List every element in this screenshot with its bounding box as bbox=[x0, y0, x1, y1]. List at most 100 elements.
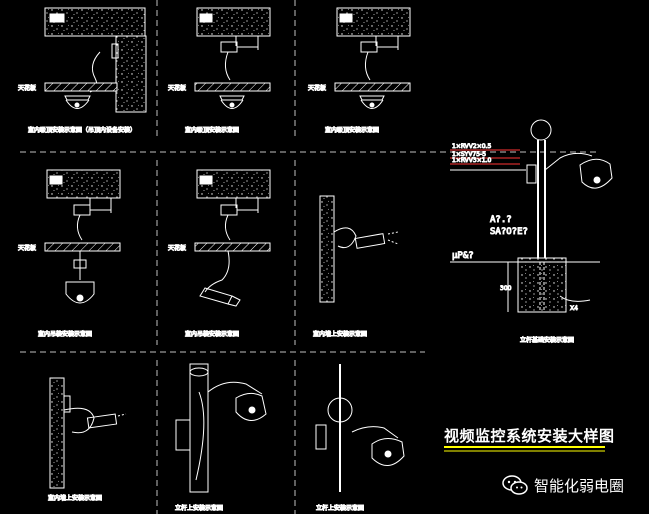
caption-pole: 立杆基础安装示意图 bbox=[520, 336, 574, 344]
dome-camera bbox=[235, 392, 267, 421]
camera-lens bbox=[593, 176, 601, 184]
camera-dome bbox=[65, 99, 90, 109]
pole-cap bbox=[530, 119, 552, 141]
camera-mount bbox=[64, 95, 91, 101]
camera-arm bbox=[544, 152, 593, 171]
concrete-wall bbox=[319, 195, 335, 303]
pole-cable bbox=[195, 391, 205, 481]
camera-mount bbox=[219, 95, 245, 101]
dome-camera bbox=[371, 438, 405, 466]
detail-r1c1: 天花板 室内吸顶安装示意图（吊顶内设备安装） bbox=[18, 7, 147, 135]
view-ray bbox=[117, 413, 127, 417]
caption-r3c3: 立杆上安装示意图 bbox=[316, 504, 364, 512]
camera-arm bbox=[207, 381, 263, 395]
caption-r1c2: 室内吸顶安装示意图 bbox=[185, 126, 239, 134]
ceiling-board bbox=[44, 242, 121, 252]
leader-note: 1×RVV2×0.5 bbox=[452, 143, 491, 150]
dome-camera bbox=[579, 158, 613, 189]
junction-box bbox=[220, 204, 238, 216]
caption-r3c1: 室内墙上安装示意图 bbox=[48, 494, 102, 502]
cable-loop bbox=[333, 227, 357, 249]
detail-r2c2: 天花板 室内吊装安装示意图 bbox=[168, 169, 271, 339]
bullet-camera bbox=[354, 233, 386, 249]
caption-r3c2: 立杆上安装示意图 bbox=[175, 504, 223, 512]
pole-box bbox=[315, 424, 327, 450]
junction-box bbox=[73, 204, 91, 216]
hang-cable bbox=[204, 250, 230, 293]
drawing-title: 视频监控系统安装大样图 bbox=[444, 427, 615, 445]
ceiling-board bbox=[194, 82, 271, 92]
camera-lens bbox=[229, 102, 235, 108]
slab-tag-box bbox=[199, 175, 213, 185]
camera-lens bbox=[384, 450, 392, 458]
pendant-camera bbox=[65, 281, 95, 304]
dim-300: 300 bbox=[500, 285, 512, 292]
leader-note: 1×RVV3×1.0 bbox=[452, 157, 491, 164]
grid-dividers bbox=[20, 0, 600, 514]
pendant-joint bbox=[73, 259, 87, 269]
pole-top bbox=[189, 367, 209, 377]
slab-tag-box bbox=[49, 175, 63, 185]
detail-r3c1: 室内墙上安装示意图 bbox=[48, 377, 127, 503]
ceiling-board bbox=[194, 242, 271, 252]
wechat-icon bbox=[502, 475, 528, 495]
flex-conduit bbox=[364, 51, 371, 81]
camera-arm bbox=[351, 426, 399, 439]
concrete-wall bbox=[115, 35, 147, 113]
camera-hood bbox=[227, 295, 241, 307]
detail-r2c1: 天花板 室内吊装安装示意图 bbox=[18, 169, 121, 339]
flex-conduit bbox=[76, 214, 83, 241]
pole-annotation-2: SA?O?E? bbox=[490, 227, 528, 237]
pole-annotation-1: A?.? bbox=[490, 215, 512, 225]
detail-r3c3: 立杆上安装示意图 bbox=[315, 364, 405, 513]
junction-box bbox=[63, 395, 71, 413]
junction-box bbox=[111, 43, 119, 59]
caption-r1c3: 室内吸顶安装示意图 bbox=[325, 126, 379, 134]
pole bbox=[189, 363, 209, 493]
leader-note: 1×SYV75-5 bbox=[452, 151, 486, 158]
detail-r1c3: 天花板 室内吸顶安装示意图 bbox=[308, 7, 411, 135]
cable-loop bbox=[63, 407, 95, 434]
camera-lens bbox=[248, 406, 256, 414]
detail-pole-foundation: 1×RVV2×0.5 1×SYV75-5 1×RVV3×1.0 A?.? SA?… bbox=[450, 119, 613, 345]
detail-r3c2: 立杆上安装示意图 bbox=[175, 363, 267, 513]
slab-tag-box bbox=[49, 13, 65, 23]
view-ray bbox=[387, 239, 399, 245]
ceiling-label: 天花板 bbox=[308, 84, 326, 92]
camera-lens bbox=[369, 102, 375, 108]
title-underline bbox=[444, 446, 605, 452]
caption-r1c1: 室内吸顶安装示意图（吊顶内设备安装） bbox=[28, 126, 136, 134]
pole-box bbox=[526, 164, 537, 184]
ceiling-label: 天花板 bbox=[18, 84, 36, 92]
camera-lens bbox=[76, 294, 84, 302]
caption-r2c2: 室内吊装安装示意图 bbox=[185, 330, 239, 338]
watermark-text: 智能化弱电圈 bbox=[534, 476, 625, 495]
slab-tag-box bbox=[339, 13, 353, 23]
detail-r1c2: 天花板 室内吸顶安装示意图 bbox=[168, 7, 271, 135]
slab-tag-box bbox=[199, 13, 213, 23]
ceiling-label: 天花板 bbox=[18, 244, 36, 252]
bullet-camera bbox=[86, 413, 118, 429]
camera-lens bbox=[74, 102, 80, 108]
camera-dome bbox=[360, 99, 384, 109]
camera-mount bbox=[359, 95, 385, 101]
concrete-wall bbox=[49, 377, 65, 489]
pole-clamp bbox=[327, 397, 353, 423]
pole-level: μP&? bbox=[452, 251, 474, 261]
detail-r2c3: 室内墙上安装示意图 bbox=[313, 195, 399, 339]
watermark: 智能化弱电圈 bbox=[502, 474, 624, 496]
view-ray bbox=[387, 231, 399, 235]
camera-dome bbox=[220, 99, 244, 109]
ceiling-board bbox=[334, 82, 411, 92]
pole-box bbox=[175, 419, 191, 451]
bullet-camera bbox=[199, 287, 233, 305]
ceiling-label: 天花板 bbox=[168, 84, 186, 92]
junction-box bbox=[360, 41, 378, 53]
foundation bbox=[517, 257, 567, 313]
flex-conduit bbox=[224, 51, 231, 81]
conduit-out bbox=[559, 295, 591, 302]
caption-r2c3: 室内墙上安装示意图 bbox=[313, 330, 367, 338]
ceiling-label: 天花板 bbox=[168, 244, 186, 252]
junction-box bbox=[220, 41, 238, 53]
